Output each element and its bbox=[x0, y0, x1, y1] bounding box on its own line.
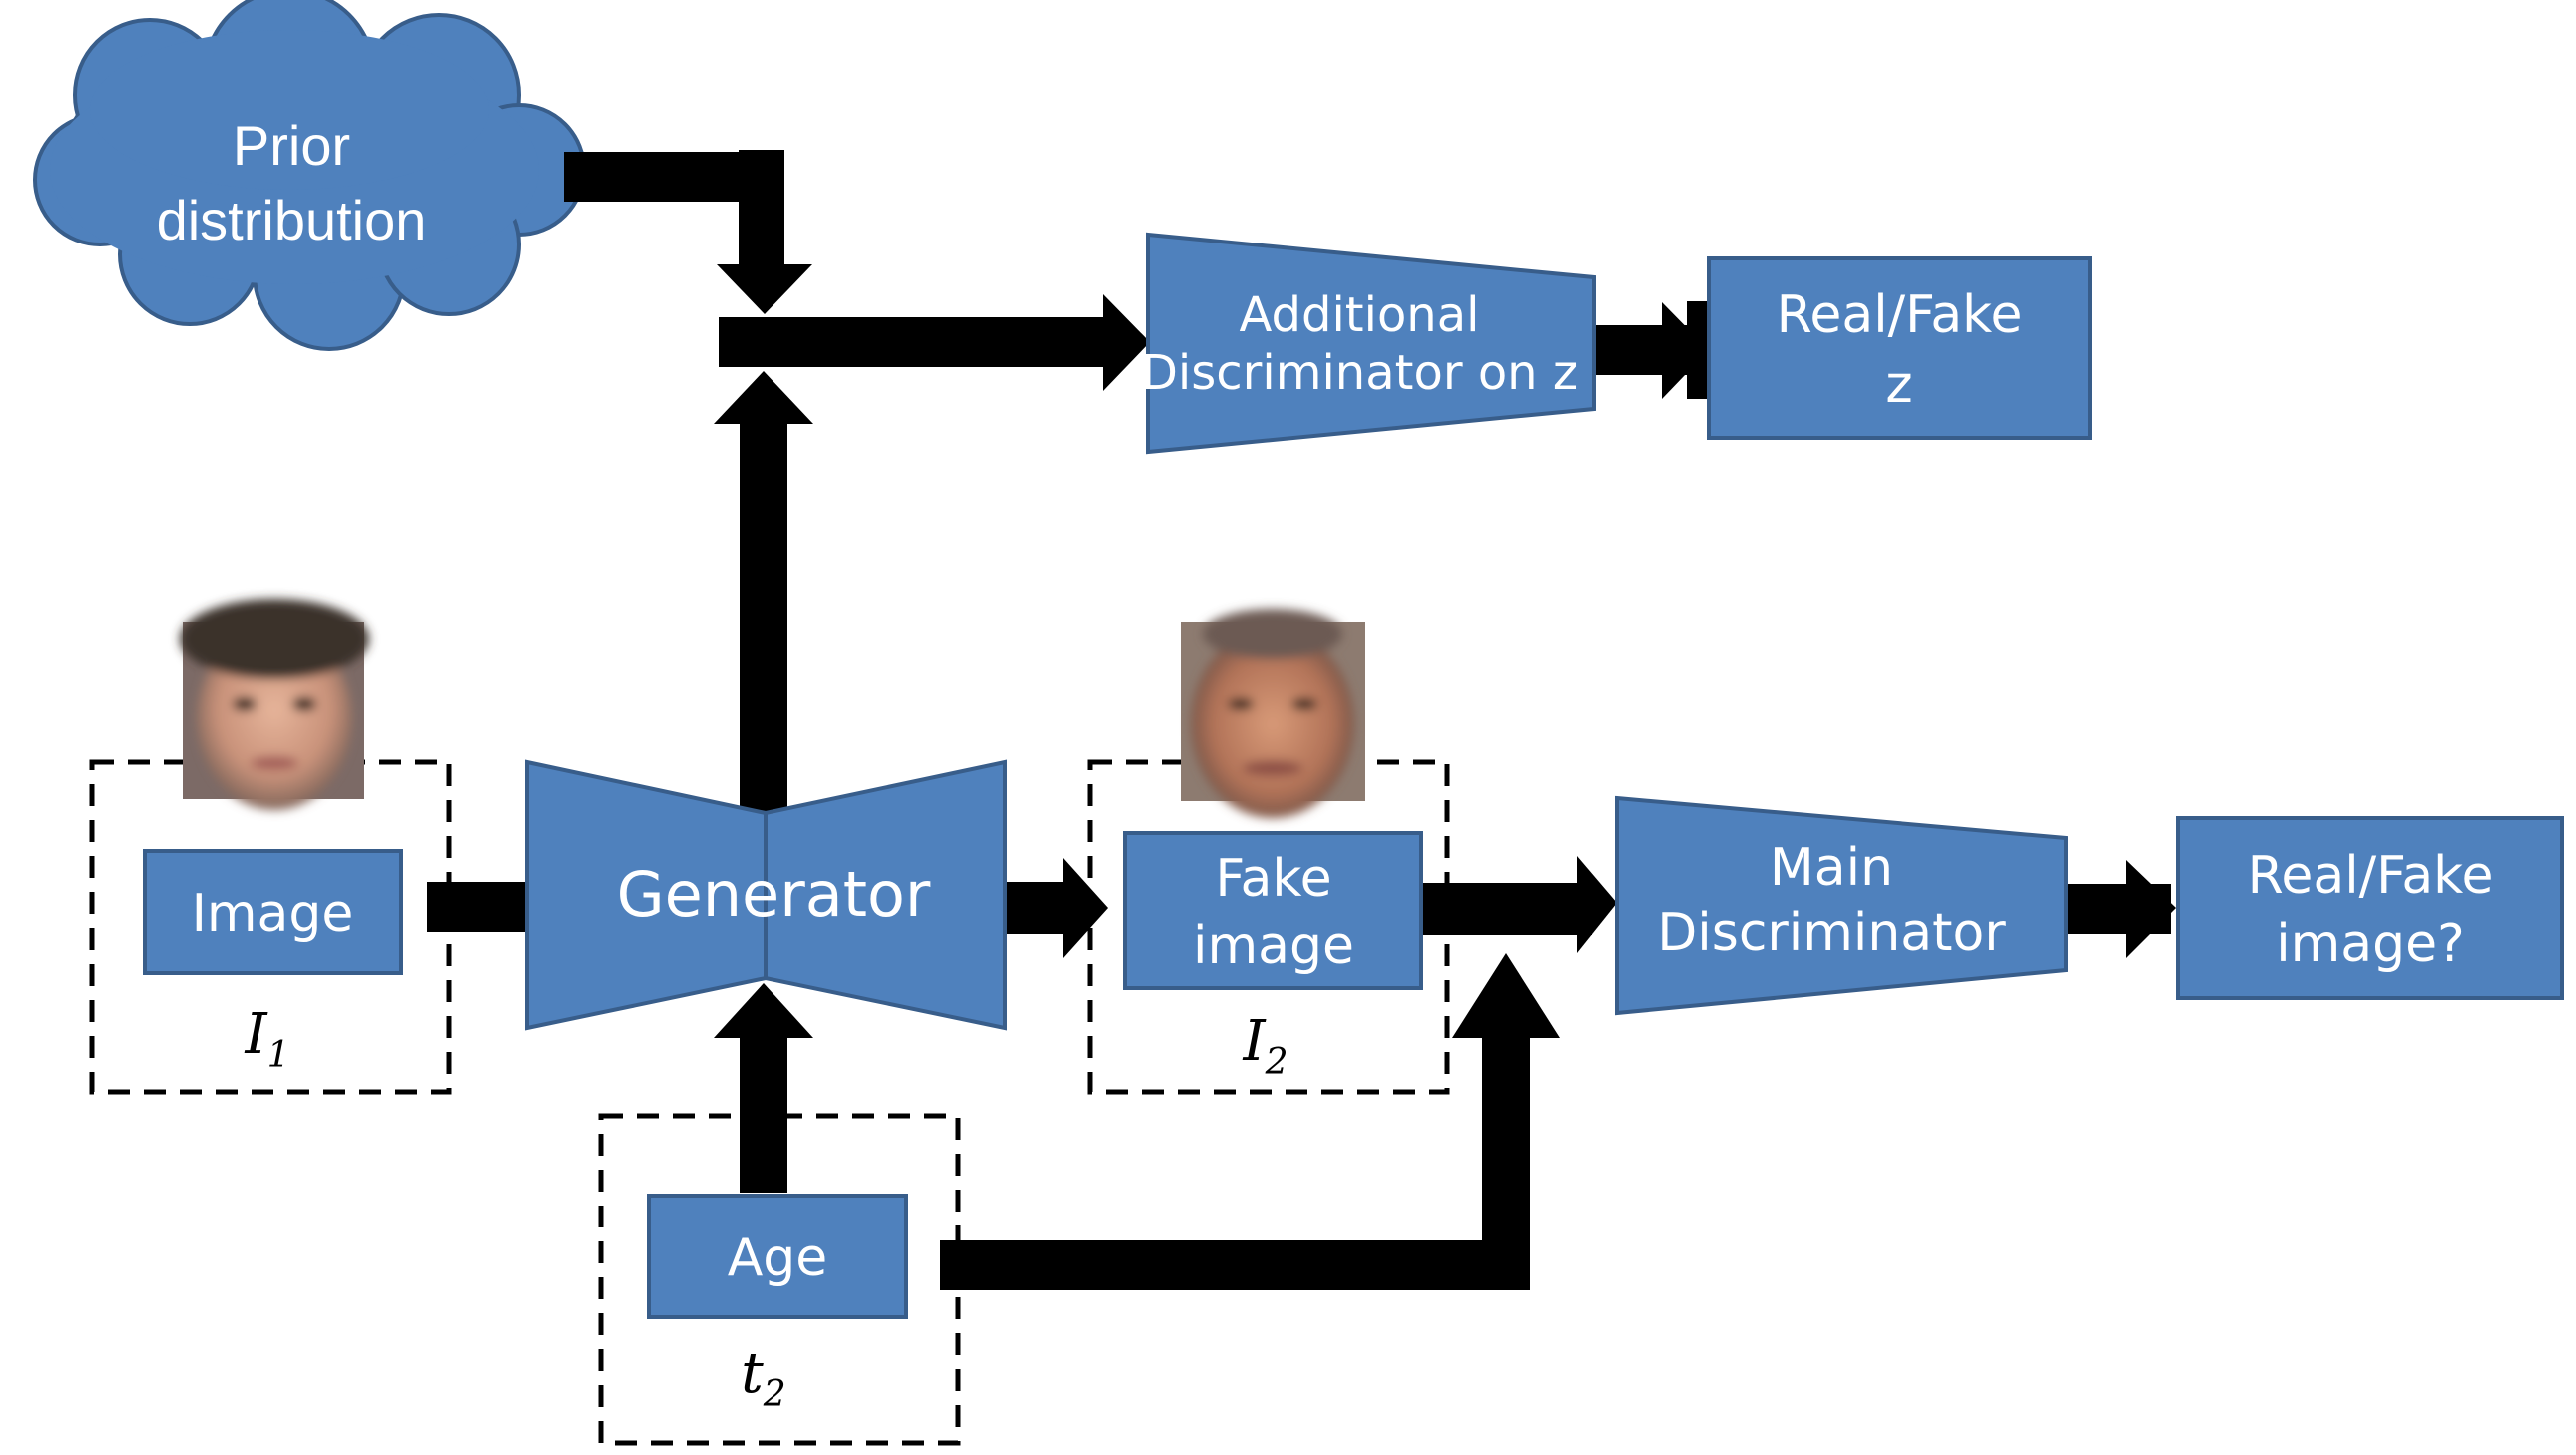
arrow-generator-to-fake bbox=[1003, 882, 1073, 934]
prior-distribution-cloud: Prior distribution bbox=[33, 0, 586, 351]
prior-label-line1: Prior bbox=[233, 114, 350, 177]
arrow-additional-head bbox=[1662, 302, 1709, 399]
arrow-main-head bbox=[2126, 860, 2176, 958]
additional-disc-line1: Additional bbox=[1240, 287, 1480, 343]
generator: Generator bbox=[525, 759, 1007, 1031]
fake-image-line1: Fake bbox=[1215, 849, 1331, 909]
arrow-age-vertical bbox=[1482, 1028, 1530, 1290]
real-fake-z-line2: z bbox=[1885, 355, 1912, 415]
dashed-group-input bbox=[89, 759, 452, 1095]
prior-label-line2: distribution bbox=[157, 189, 427, 251]
arrow-prior-head bbox=[717, 264, 812, 314]
additional-discriminator: Additional Discriminator on z bbox=[1141, 232, 1596, 455]
real-fake-z-box: Real/Fake z bbox=[1707, 256, 2092, 440]
real-fake-image-line2: image? bbox=[2276, 914, 2465, 974]
arrow-age-up bbox=[740, 1028, 787, 1193]
arrow-age-head bbox=[1452, 953, 1560, 1038]
arrow-image-to-generator bbox=[427, 882, 532, 932]
real-fake-z-line1: Real/Fake bbox=[1777, 285, 2023, 345]
additional-disc-line2: Discriminator on z bbox=[1141, 345, 1578, 401]
input-face-photo bbox=[180, 599, 369, 810]
arrow-z-head bbox=[1103, 294, 1150, 391]
arrow-generator-up-head bbox=[714, 371, 813, 424]
arrow-prior-vertical bbox=[739, 150, 784, 269]
main-disc-line2: Discriminator bbox=[1657, 903, 2006, 963]
output-face-photo bbox=[1181, 609, 1365, 818]
age-label: Age bbox=[728, 1228, 828, 1288]
symbol-t2: t2 bbox=[741, 1341, 785, 1415]
arrow-generator-head bbox=[1063, 858, 1108, 958]
arrow-fake-head bbox=[1577, 856, 1617, 953]
arrow-z-to-additional bbox=[719, 317, 1113, 367]
fake-image-line2: image bbox=[1193, 916, 1354, 976]
dashed-group-output bbox=[1087, 759, 1450, 1095]
arrow-fake-to-main bbox=[1417, 883, 1592, 935]
symbol-i1: I1 bbox=[244, 1002, 289, 1076]
symbol-i2: I2 bbox=[1242, 1009, 1288, 1083]
arrow-age-up-head bbox=[714, 983, 813, 1038]
fake-image-box: Fake image bbox=[1123, 831, 1423, 990]
arrow-age-right bbox=[940, 1240, 1529, 1290]
main-disc-line1: Main bbox=[1770, 838, 1893, 898]
arrow-generator-up bbox=[740, 419, 787, 813]
real-fake-image-line1: Real/Fake bbox=[2248, 846, 2494, 906]
age-box: Age bbox=[647, 1194, 908, 1319]
dashed-group-age bbox=[598, 1113, 961, 1446]
image-box: Image bbox=[143, 849, 403, 975]
image-box-label: Image bbox=[192, 884, 354, 944]
generator-label: Generator bbox=[617, 858, 931, 931]
main-discriminator: Main Discriminator bbox=[1615, 795, 2068, 1016]
real-fake-image-box: Real/Fake image? bbox=[2176, 816, 2564, 1000]
